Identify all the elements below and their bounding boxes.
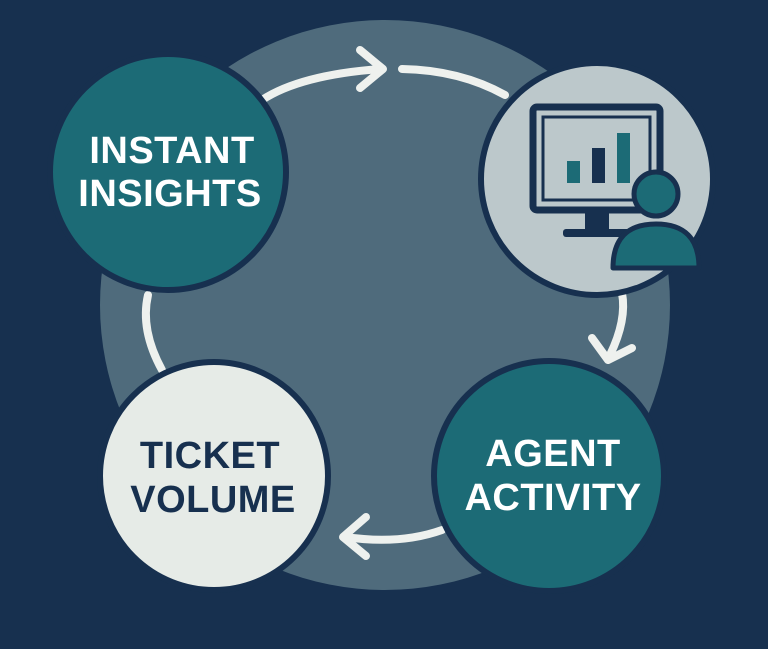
arrowhead-right xyxy=(588,334,636,364)
arrow-insights-to-dashboard xyxy=(258,65,384,104)
agent-activity-label-line1: AGENT xyxy=(485,433,621,475)
monitor-screen xyxy=(541,115,652,202)
agent-activity-circle xyxy=(431,358,667,594)
ticket-volume-label-line1: TICKET xyxy=(140,435,280,477)
monitor-base xyxy=(563,229,631,237)
agent-body-icon xyxy=(610,221,702,271)
ticket-volume-circle xyxy=(97,359,331,593)
arrowhead-bottom xyxy=(339,513,370,560)
arrow-top-continuation xyxy=(398,65,509,99)
ticket-volume-label-line2: VOLUME xyxy=(130,479,296,521)
arrow-activity-to-volume xyxy=(341,526,446,544)
agent-head-icon xyxy=(631,169,681,219)
bar-chart-bar-3 xyxy=(617,133,630,183)
agent-activity-label-line2: ACTIVITY xyxy=(464,477,641,519)
arrowhead-top xyxy=(356,46,387,92)
arrow-dashboard-to-activity xyxy=(606,289,628,359)
node-dashboard xyxy=(478,60,716,298)
node-ticket-volume: TICKET VOLUME xyxy=(97,359,331,593)
instant-insights-label-line2: INSIGHTS xyxy=(78,173,261,215)
instant-insights-circle xyxy=(47,51,289,293)
cycle-arrows xyxy=(141,46,636,560)
bar-chart-bar-2 xyxy=(592,148,605,183)
monitor-stand xyxy=(585,210,609,232)
bar-chart-bar-1 xyxy=(567,161,580,183)
instant-insights-label-line1: INSTANT xyxy=(89,130,254,172)
node-instant-insights: INSTANT INSIGHTS xyxy=(47,51,289,293)
node-agent-activity: AGENT ACTIVITY xyxy=(431,358,667,594)
arrow-volume-to-insights xyxy=(141,291,166,374)
monitor-bar-chart-with-agent-icon xyxy=(529,103,702,271)
